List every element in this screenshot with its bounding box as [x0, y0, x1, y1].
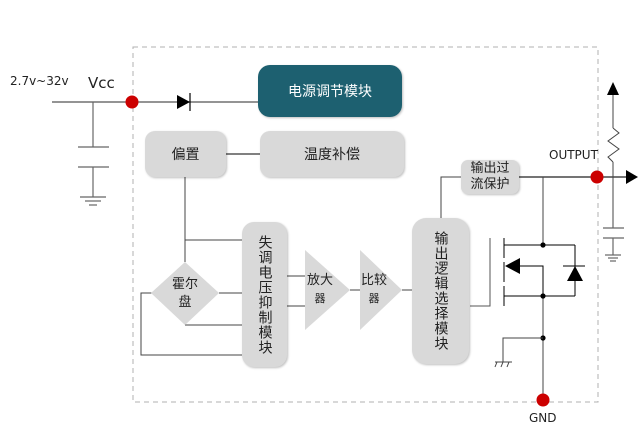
output-label: OUTPUT [549, 148, 598, 162]
body-diode-icon [567, 266, 583, 281]
vcc-label: Vcc [88, 74, 115, 92]
supply-arrow-icon [607, 82, 619, 95]
amplifier-label: 放大 器 [306, 273, 333, 305]
power-regulator-block: 电源调节模块 [258, 65, 402, 117]
comparator-label: 比较 器 [360, 273, 387, 305]
mosfet-icon [470, 238, 585, 307]
vcc-pin[interactable] [125, 95, 139, 109]
offset-cancel-label: 失调电压抑制模块 [256, 234, 273, 355]
input-capacitor-icon [78, 102, 109, 206]
amplifier-shape [305, 250, 350, 330]
temp-compensation-label: 温度补偿 [304, 147, 360, 163]
power-regulator-label: 电源调节模块 [288, 84, 372, 100]
chassis-ground-icon [494, 361, 512, 368]
output-capacitor-icon [603, 227, 624, 262]
hall-plate-label: 霍尔 盘 [171, 277, 198, 310]
pullup-resistor-icon [607, 95, 620, 228]
output-arrow-icon [626, 170, 638, 184]
comparator-shape [360, 250, 402, 330]
hall-plate-shape [151, 262, 219, 325]
diode-icon [177, 93, 191, 111]
temp-compensation-block: 温度补偿 [260, 131, 404, 177]
output-logic-block: 输出逻辑选择模块 [412, 218, 469, 364]
voltage-range-label: 2.7v~32v [10, 74, 69, 88]
chip-boundary [132, 46, 599, 403]
offset-cancel-block: 失调电压抑制模块 [242, 222, 287, 367]
bias-block: 偏置 [145, 131, 226, 177]
output-logic-label: 输出逻辑选择模块 [432, 231, 449, 351]
bias-label: 偏置 [171, 147, 200, 163]
gnd-pin[interactable] [536, 393, 550, 407]
overcurrent-protection-block: 输出过 流保护 [461, 160, 519, 194]
output-pin[interactable] [590, 170, 604, 184]
gnd-label: GND [529, 411, 557, 425]
